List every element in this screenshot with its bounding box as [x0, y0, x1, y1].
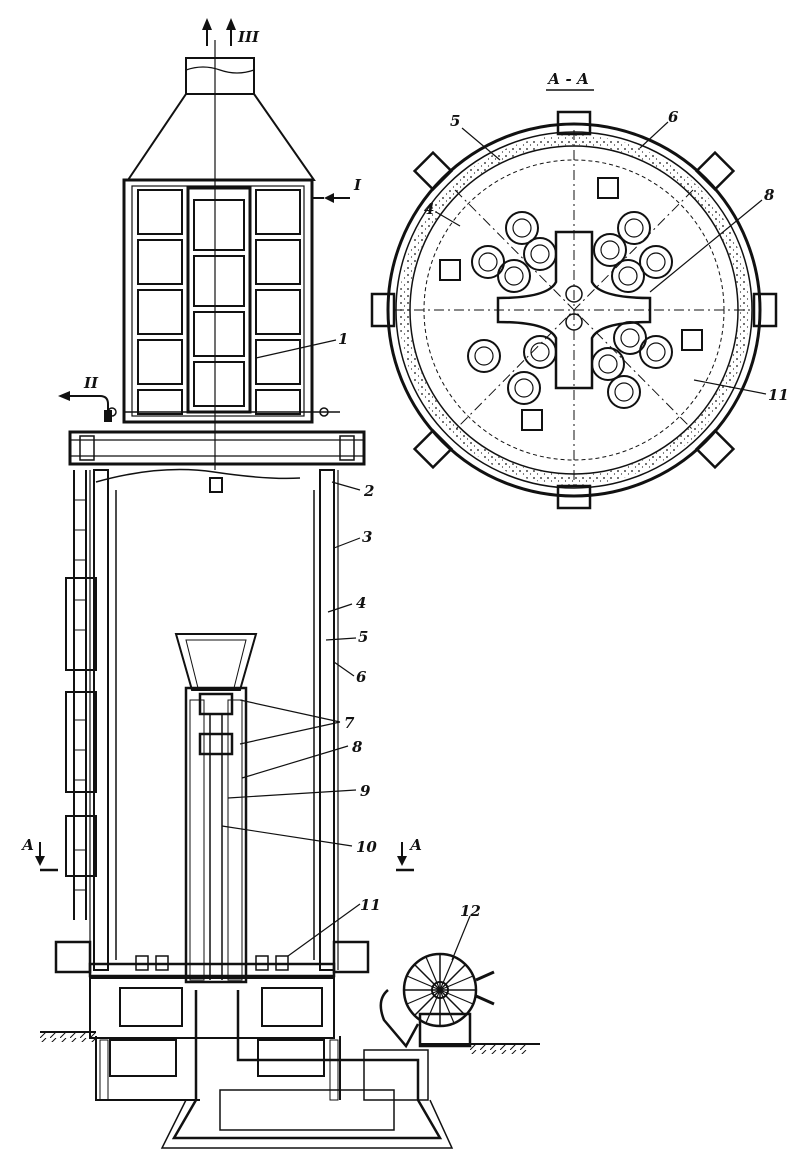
- elevation-leaders: [221, 339, 471, 961]
- section-callout-6: 6: [668, 108, 679, 126]
- section-view: А - А: [370, 70, 789, 510]
- recuperator-block: [107, 178, 340, 424]
- service-ladder: [65, 470, 97, 920]
- callout-9: 9: [360, 782, 371, 800]
- flow-I-inlet: [312, 193, 350, 203]
- callout-6: 6: [356, 668, 367, 686]
- flow-II-label: II: [83, 374, 99, 392]
- callout-1: 1: [338, 330, 348, 348]
- flow-II-outlet: [58, 391, 112, 422]
- callout-5: 5: [358, 628, 368, 646]
- section-callout-5: 5: [450, 112, 460, 130]
- callout-4: 4: [356, 594, 366, 612]
- elevation-view: III I II 1 2 3 4 5 6 7 8 9 10 11 12 А А: [21, 18, 540, 1149]
- top-platform: [68, 430, 366, 493]
- furnace-shell: [89, 469, 339, 971]
- section-title: А - А: [547, 70, 589, 88]
- callout-10: 10: [356, 838, 377, 856]
- foundation: [89, 977, 341, 1101]
- central-cross: [394, 130, 754, 490]
- section-callout-4: 4: [424, 200, 434, 218]
- flow-III-arrows: [202, 18, 236, 46]
- callout-11: 11: [360, 896, 381, 914]
- cut-mark-left-label: А: [21, 836, 34, 854]
- callout-8: 8: [352, 738, 363, 756]
- section-cut-marks: [35, 842, 414, 872]
- flow-I-label: I: [353, 176, 362, 194]
- blower-fan: [379, 952, 495, 1049]
- ground-line: [40, 1031, 540, 1054]
- flue-channel: [160, 990, 454, 1149]
- flow-III-label: III: [237, 28, 260, 46]
- section-callout-8: 8: [764, 186, 775, 204]
- callout-12: 12: [460, 902, 481, 920]
- burner-rings: [467, 211, 673, 409]
- cut-mark-right-label: А: [409, 836, 422, 854]
- section-callout-11: 11: [768, 386, 789, 404]
- callout-2: 2: [363, 482, 374, 500]
- square-ports: [439, 177, 703, 431]
- callout-7: 7: [344, 714, 355, 732]
- hearth-level: [54, 940, 370, 978]
- section-leaders: [435, 121, 767, 395]
- central-column: [174, 633, 258, 984]
- callout-3: 3: [362, 528, 372, 546]
